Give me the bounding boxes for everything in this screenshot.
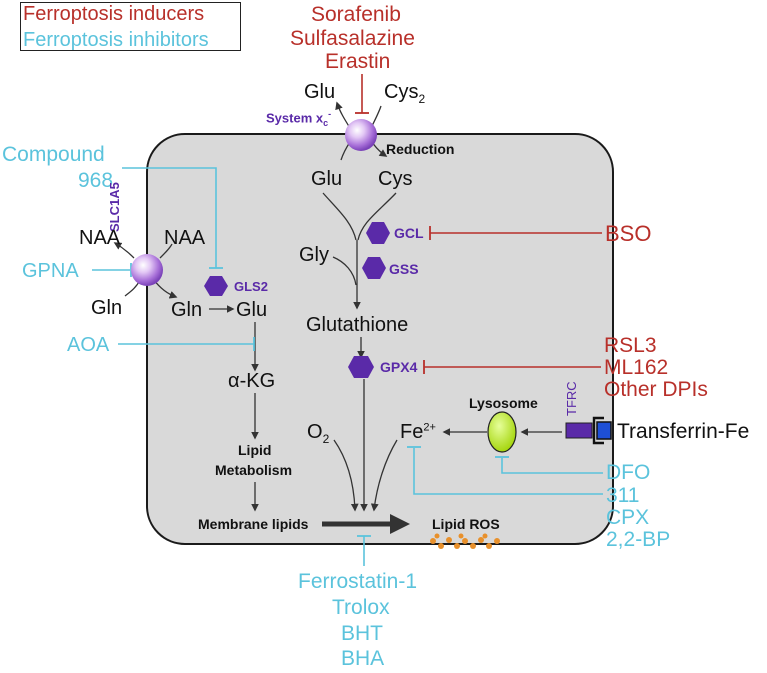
label-glu-outside: Glu bbox=[304, 81, 336, 103]
label-gpna: GPNA bbox=[22, 260, 79, 282]
label-tfrc: TFRC bbox=[564, 381, 579, 416]
label-cpx: CPX bbox=[606, 506, 650, 529]
transferrin-iron bbox=[596, 421, 612, 440]
label-slc1a5: SLC1A5 bbox=[107, 182, 122, 232]
gls2-enzyme bbox=[204, 276, 228, 296]
label-compound: Compound bbox=[2, 143, 105, 166]
lysosome bbox=[487, 411, 517, 453]
label-lipid-ros: Lipid ROS bbox=[432, 516, 500, 532]
label-glu-mid: Glu bbox=[236, 299, 268, 321]
label-sorafenib: Sorafenib bbox=[311, 3, 401, 26]
gcl-enzyme bbox=[366, 222, 390, 244]
label-gly: Gly bbox=[299, 244, 329, 266]
label-968: 968 bbox=[78, 169, 114, 192]
label-cys-inside: Cys bbox=[378, 168, 413, 190]
label-ferrostatin: Ferrostatin-1 bbox=[298, 570, 418, 593]
label-metabolism: Metabolism bbox=[215, 462, 293, 478]
slc1a5-transporter bbox=[131, 254, 163, 286]
label-cys2: Cys2 bbox=[384, 81, 426, 106]
label-other-dpis: Other DPIs bbox=[604, 378, 708, 401]
label-bha: BHA bbox=[341, 647, 385, 670]
label-naa-inside: NAA bbox=[164, 227, 206, 249]
legend-inhibitors: Ferroptosis inhibitors bbox=[23, 29, 209, 51]
label-gss: GSS bbox=[389, 261, 419, 277]
label-membrane-lipids: Membrane lipids bbox=[198, 516, 309, 532]
label-rsl3: RSL3 bbox=[604, 334, 657, 357]
label-gln-outside: Gln bbox=[91, 297, 123, 319]
label-gln-inside: Gln bbox=[171, 299, 203, 321]
label-aoa: AOA bbox=[67, 334, 110, 356]
label-transferrin-fe: Transferrin-Fe bbox=[617, 420, 750, 443]
label-ml162: ML162 bbox=[604, 356, 669, 379]
label-dfo: DFO bbox=[606, 461, 651, 484]
system-xc-transporter bbox=[345, 119, 377, 151]
label-erastin: Erastin bbox=[325, 50, 391, 73]
lipid-ros-dots bbox=[430, 533, 500, 549]
gpx4-enzyme bbox=[348, 356, 374, 378]
label-o2: O2 bbox=[307, 421, 330, 446]
label-sulfasalazine: Sulfasalazine bbox=[290, 27, 415, 50]
label-akg: α-KG bbox=[228, 370, 276, 392]
gss-enzyme bbox=[362, 257, 386, 279]
cell-body bbox=[146, 133, 614, 545]
label-bso: BSO bbox=[605, 221, 652, 246]
label-glutathione: Glutathione bbox=[306, 314, 409, 336]
label-fe2: Fe2+ bbox=[400, 421, 436, 443]
label-glu-inside: Glu bbox=[311, 168, 343, 190]
tfrc-receptor bbox=[565, 422, 593, 439]
label-311: 311 bbox=[606, 484, 640, 507]
legend-box bbox=[20, 2, 241, 51]
label-gls2: GLS2 bbox=[234, 279, 268, 294]
label-naa-outside: NAA bbox=[79, 227, 121, 249]
label-bht: BHT bbox=[341, 622, 383, 645]
label-trolox: Trolox bbox=[332, 596, 390, 619]
label-gpx4: GPX4 bbox=[380, 359, 418, 375]
label-lipid: Lipid bbox=[238, 442, 272, 458]
legend-inducers: Ferroptosis inducers bbox=[23, 3, 205, 25]
label-system-xc: System xc- bbox=[266, 109, 332, 128]
label-22bp: 2,2-BP bbox=[606, 528, 671, 551]
label-gcl: GCL bbox=[394, 225, 424, 241]
label-lysosome: Lysosome bbox=[469, 395, 538, 411]
label-reduction: Reduction bbox=[386, 141, 455, 157]
